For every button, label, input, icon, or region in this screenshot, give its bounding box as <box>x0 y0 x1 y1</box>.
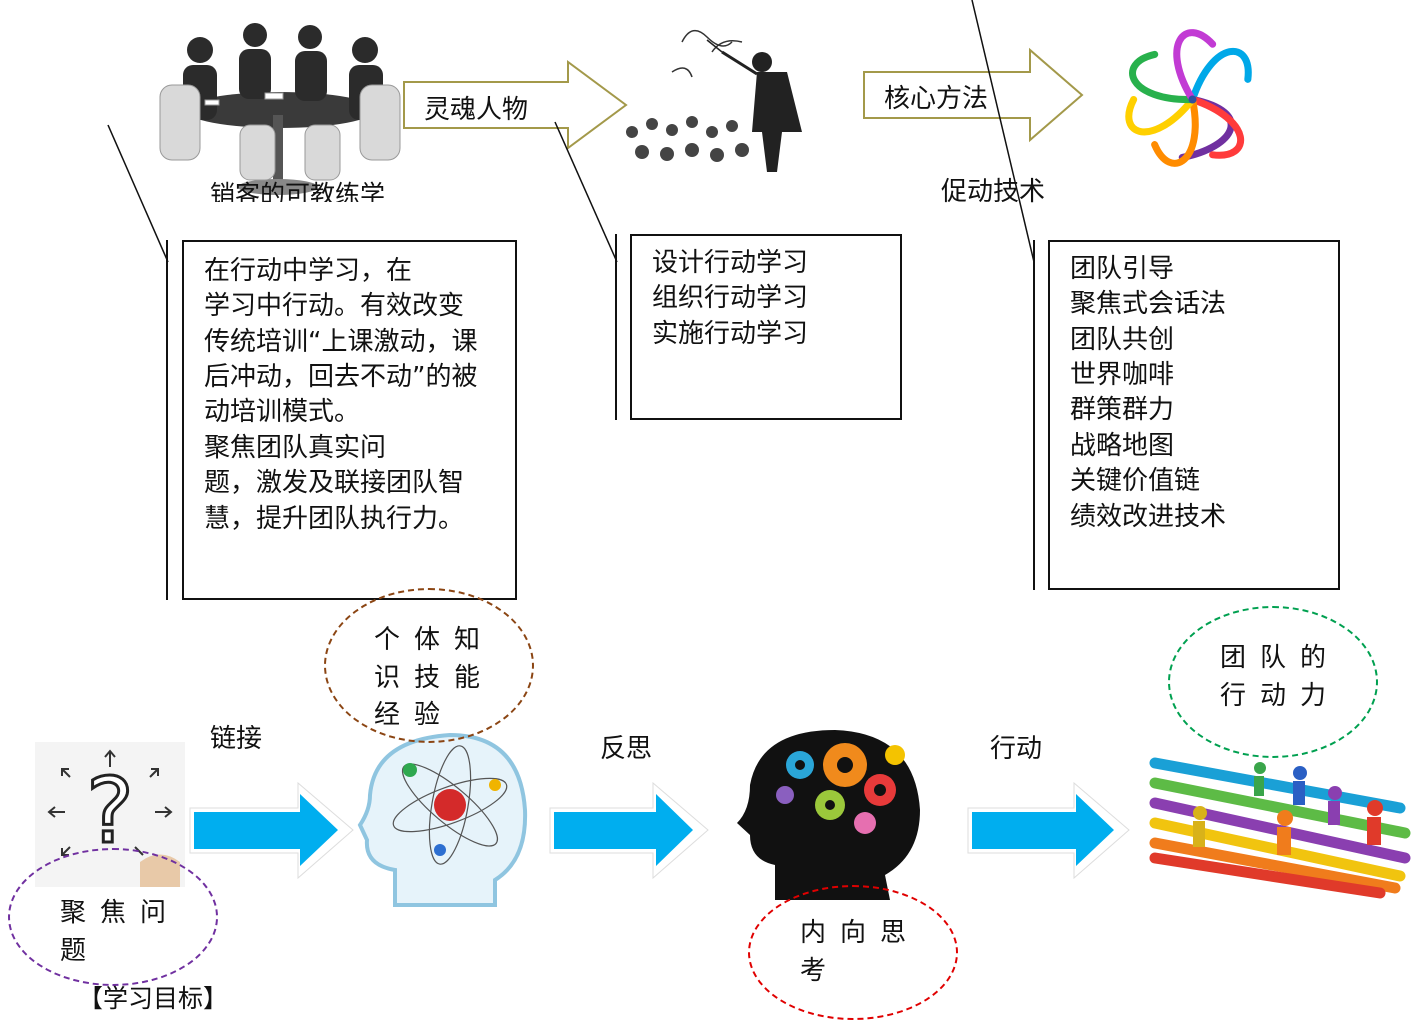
atom-head-illustration <box>357 732 528 907</box>
box-facilitation-techniques: 团队引导 聚焦式会话法 团队共创 世界咖啡 群策群力 战略地图 关键价值链 绩效… <box>1048 240 1340 590</box>
arrow-link <box>189 781 354 880</box>
ellipse-focus-problem <box>8 848 218 986</box>
box-left-line: 慧，提升团队执行力。 <box>204 503 465 534</box>
gears-head-illustration <box>737 730 920 900</box>
box-left-line: 聚焦团队真实问 <box>204 432 387 463</box>
ellipse-line: 个体知 <box>374 625 495 655</box>
label-link: 链接 <box>210 724 263 754</box>
ellipse-line: 经验 <box>374 700 455 731</box>
box-right-line: 团队共创 <box>1070 324 1175 355</box>
ellipse-knowledge <box>324 588 534 743</box>
box-mid-line: 设计行动学习 <box>652 248 809 278</box>
ellipse-team-text: 团队的 行动力 <box>1220 640 1340 715</box>
arrow-soul-figure <box>403 60 628 150</box>
caption-right: 促动技术 <box>941 177 1046 207</box>
box-left-line: 后冲动，回去不动”的被 <box>204 362 478 393</box>
team-meeting-illustration <box>159 23 401 195</box>
box-right-line: 群策群力 <box>1070 395 1175 426</box>
caption-left: 销客的可教练学 <box>210 180 386 202</box>
box-right-line: 绩效改进技术 <box>1070 501 1227 532</box>
box-right-bar <box>1033 240 1035 590</box>
arrow-reflect <box>549 781 709 880</box>
label-reflect: 反思 <box>600 734 653 764</box>
footer-learning-objective: 【学习目标】 <box>78 984 229 1013</box>
arrow-core-method <box>863 47 1084 143</box>
box-right-line: 世界咖啡 <box>1070 360 1175 391</box>
ellipse-line: 题 <box>60 935 101 966</box>
box-action-learning-description: 在行动中学习，在 学习中行动。有效改变 传统培训“上课激动，课 后冲动，回去不动… <box>182 240 517 600</box>
ellipse-knowledge-text: 个体知 识技能 经验 <box>374 622 494 735</box>
box-mid-line: 组织行动学习 <box>652 283 809 314</box>
box-right-line: 战略地图 <box>1070 430 1175 461</box>
ellipse-think-text: 内向思 考 <box>800 915 920 990</box>
box-right-line: 团队引导 <box>1070 254 1175 284</box>
ellipse-line: 聚焦问 <box>60 898 181 928</box>
conductor-illustration <box>626 29 802 172</box>
box-mid-line: 实施行动学习 <box>652 318 809 349</box>
box-left-line: 在行动中学习，在 <box>204 256 413 286</box>
ellipse-line: 识技能 <box>374 662 495 693</box>
arrow-label-core: 核心方法 <box>884 84 989 114</box>
box-left-line: 学习中行动。有效改变 <box>204 291 465 322</box>
box-left-line: 动培训模式。 <box>204 397 361 428</box>
box-left-bar <box>166 240 168 600</box>
svg-text:?: ? <box>86 759 134 864</box>
box-action-learning-roles: 设计行动学习 组织行动学习 实施行动学习 <box>630 234 902 420</box>
ellipse-focus-text: 聚焦问 题 <box>60 895 180 970</box>
ellipse-line: 考 <box>800 955 841 986</box>
box-right-line: 关键价值链 <box>1070 466 1201 497</box>
facilitation-flower-logo <box>1125 29 1252 167</box>
ellipse-line: 团队的 <box>1220 643 1341 673</box>
box-left-line: 题，激发及联接团队智 <box>204 468 465 499</box>
arrow-label-soul: 灵魂人物 <box>424 95 529 125</box>
box-mid-bar <box>615 234 617 420</box>
box-right-line: 聚焦式会话法 <box>1070 289 1227 320</box>
ellipse-line: 行动力 <box>1220 680 1341 711</box>
team-running-illustration <box>1149 757 1411 899</box>
arrow-action <box>967 781 1130 880</box>
box-left-line: 传统培训“上课激动，课 <box>204 326 478 357</box>
ellipse-team-action <box>1168 606 1378 758</box>
label-action: 行动 <box>990 734 1043 764</box>
ellipse-line: 内向思 <box>800 918 921 948</box>
